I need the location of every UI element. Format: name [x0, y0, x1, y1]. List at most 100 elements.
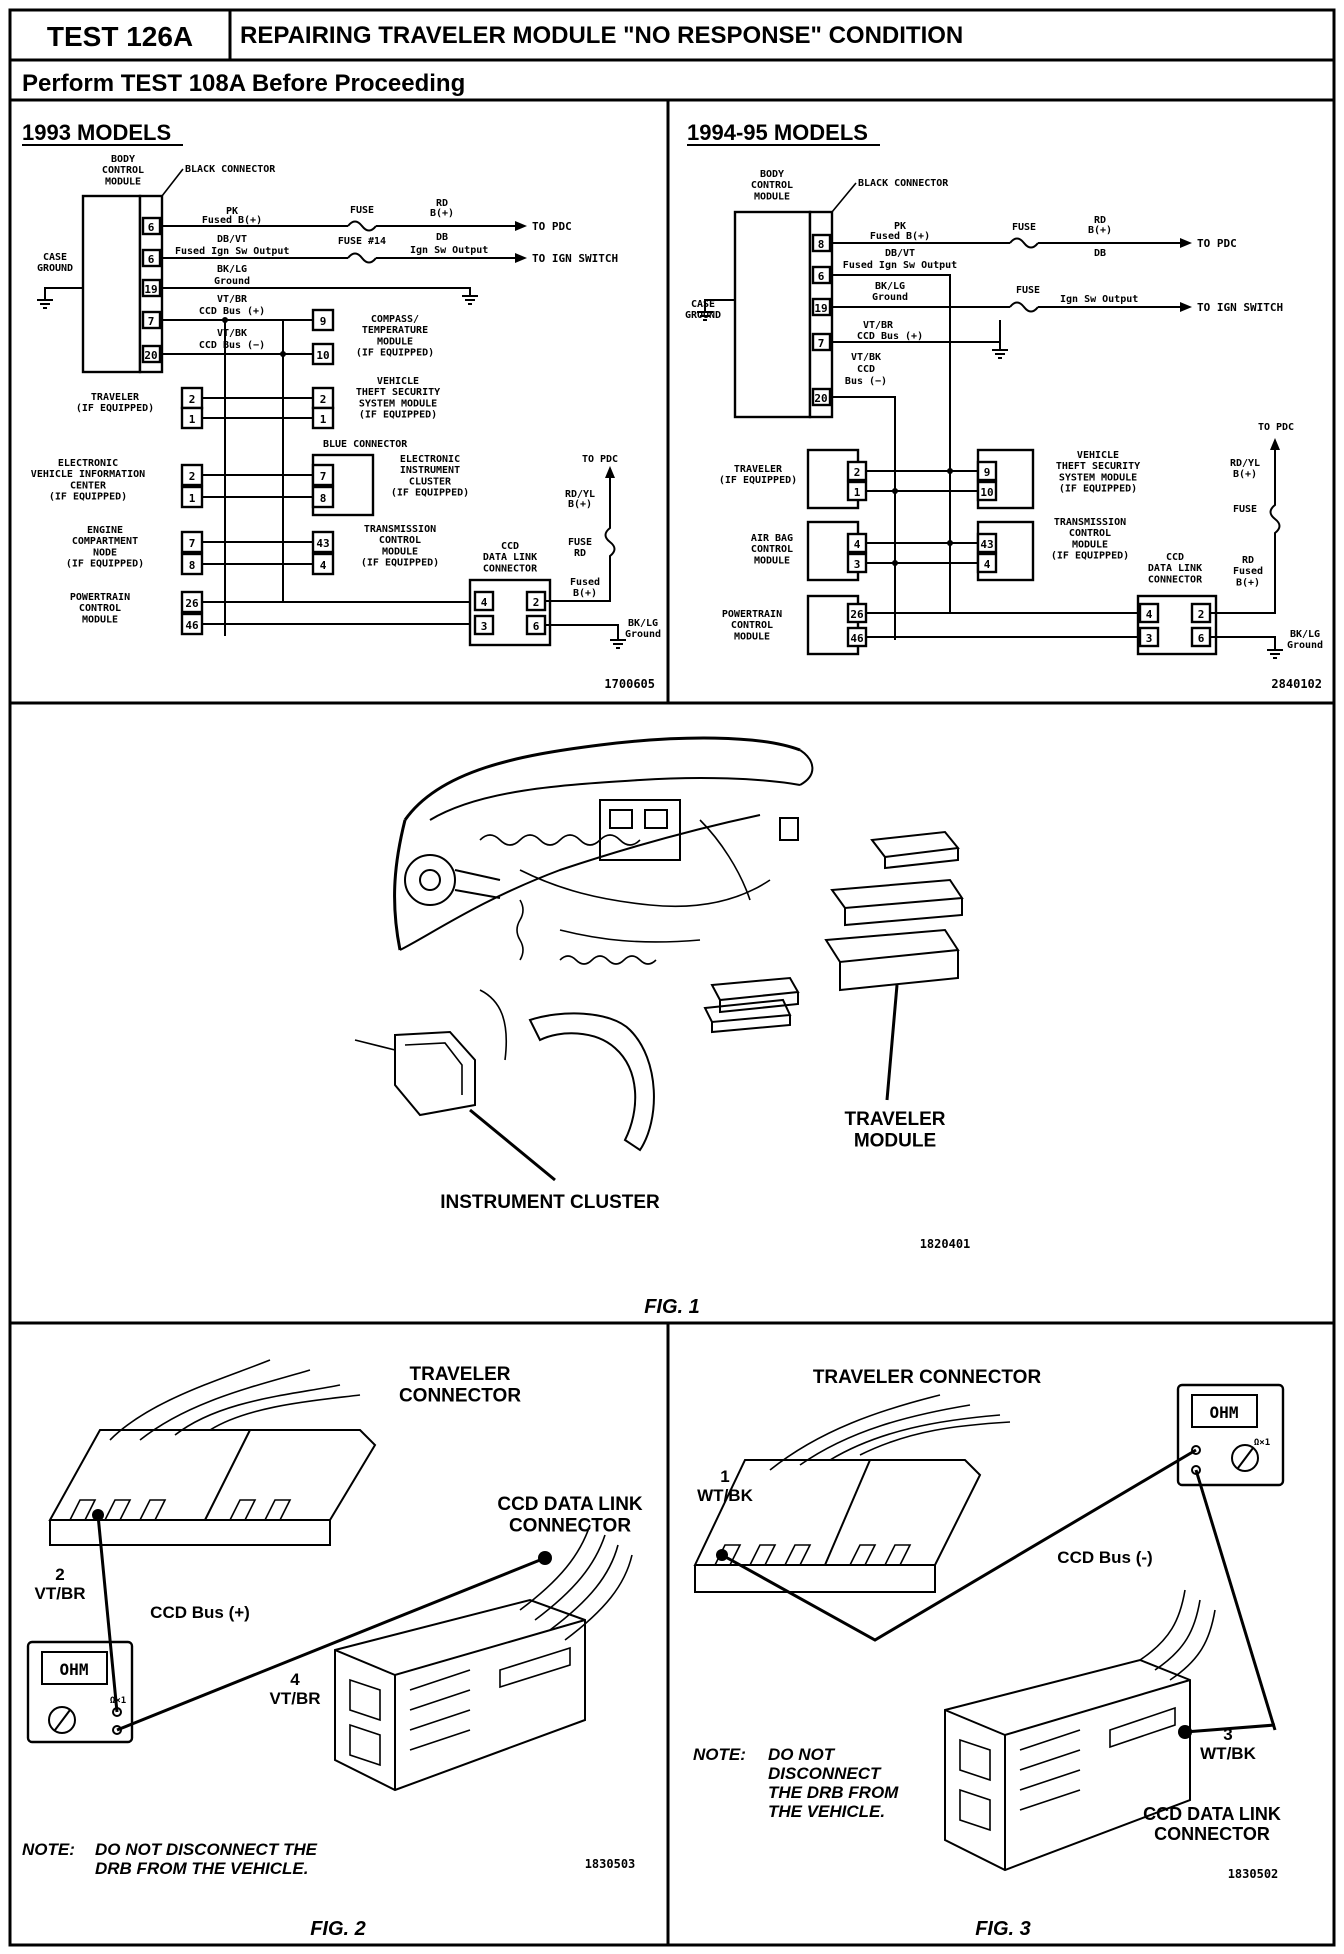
bcm-pins-1994: 8 6 19 7 20 [811, 233, 832, 407]
to-pdc-label-1993: TO PDC [532, 220, 572, 233]
svg-text:6: 6 [148, 253, 155, 266]
svg-text:TO PDC: TO PDC [582, 454, 618, 465]
body-control-module-1993 [81, 194, 142, 374]
svg-text:19: 19 [144, 283, 157, 296]
svg-text:8: 8 [320, 492, 327, 505]
svg-text:B(+): B(+) [568, 499, 592, 510]
svg-text:FUSE: FUSE [350, 205, 374, 216]
traveler-label-1994: TRAVELER(IF EQUIPPED) [719, 464, 797, 486]
svg-text:4: 4 [854, 538, 861, 551]
svg-text:2: 2 [189, 470, 196, 483]
svg-text:8: 8 [818, 238, 825, 251]
svg-text:DB: DB [1094, 248, 1106, 259]
svg-text:VT/BR: VT/BR [863, 320, 894, 331]
svg-text:Fused Ign Sw Output: Fused Ign Sw Output [175, 246, 289, 257]
svg-text:Ign Sw Output: Ign Sw Output [1060, 294, 1138, 305]
svg-text:19: 19 [814, 302, 827, 315]
black-connector-label-1994: BLACK CONNECTOR [858, 178, 949, 189]
fig-number-2840102: 2840102 [1271, 677, 1322, 691]
svg-text:26: 26 [850, 608, 864, 621]
svg-text:1: 1 [320, 413, 327, 426]
svg-text:1: 1 [189, 413, 196, 426]
svg-text:2: 2 [189, 393, 196, 406]
fig3-dlc-connector [944, 1658, 1191, 1872]
svg-text:7: 7 [320, 470, 327, 483]
fig3-traveler-connector-label: TRAVELER CONNECTOR [813, 1367, 1042, 1388]
svg-text:PK: PK [226, 206, 238, 217]
svg-text:4: 4 [1146, 608, 1153, 621]
svg-text:PK: PK [894, 221, 906, 232]
svg-text:CCD Bus (+): CCD Bus (+) [857, 331, 923, 342]
svg-text:26: 26 [185, 597, 199, 610]
bcm-pins-1993: 6 6 19 7 20 [141, 216, 162, 364]
svg-text:3: 3 [1146, 632, 1153, 645]
svg-text:CCD: CCD [857, 364, 875, 375]
fig2-caption: FIG. 2 [310, 1918, 366, 1940]
svg-text:FUSE #14: FUSE #14 [338, 236, 386, 247]
svg-text:7: 7 [148, 315, 155, 328]
svg-text:B(+): B(+) [1088, 225, 1112, 236]
page-frame [8, 8, 1336, 1947]
fig2-traveler-connector [48, 1429, 377, 1521]
page-title: REPAIRING TRAVELER MODULE "NO RESPONSE" … [240, 22, 963, 49]
svg-text:CCD Bus (+): CCD Bus (+) [199, 306, 265, 317]
to-pdc-label-1994: TO PDC [1197, 237, 1237, 250]
svg-text:46: 46 [850, 632, 864, 645]
svg-text:FUSE: FUSE [1012, 222, 1036, 233]
fig2-note-label: NOTE: [22, 1840, 75, 1859]
svg-text:DB/VT: DB/VT [217, 234, 247, 245]
svg-text:4: 4 [481, 596, 488, 609]
fig-number-1700605: 1700605 [604, 677, 655, 691]
svg-text:DB: DB [436, 232, 448, 243]
svg-text:Fused B(+): Fused B(+) [202, 215, 262, 226]
svg-text:4: 4 [984, 558, 991, 571]
svg-text:10: 10 [316, 349, 329, 362]
body-control-module-1994 [733, 210, 812, 419]
fig3-ohmmeter [1176, 1383, 1285, 1487]
svg-text:43: 43 [980, 538, 993, 551]
fig1-caption: FIG. 1 [644, 1296, 700, 1318]
svg-text:3: 3 [481, 620, 488, 633]
svg-text:9: 9 [984, 466, 991, 479]
svg-text:Ω×1: Ω×1 [110, 1696, 126, 1706]
svg-text:2: 2 [1198, 608, 1205, 621]
svg-text:FUSE: FUSE [1016, 285, 1040, 296]
svg-text:7: 7 [189, 537, 196, 550]
fig2-ccd-bus-label: CCD Bus (+) [150, 1603, 250, 1622]
svg-text:7: 7 [818, 337, 825, 350]
svg-text:DB/VT: DB/VT [885, 248, 915, 259]
svg-text:2: 2 [533, 596, 540, 609]
svg-text:FUSE: FUSE [1233, 504, 1257, 515]
svg-text:43: 43 [316, 537, 329, 550]
svg-text:1: 1 [189, 492, 196, 505]
svg-text:10: 10 [980, 486, 993, 499]
fig3-ccd-bus-label: CCD Bus (-) [1057, 1548, 1152, 1567]
fig3-note-label: NOTE: [693, 1745, 746, 1764]
fig-number-1830503: 1830503 [585, 1857, 636, 1871]
svg-text:20: 20 [814, 392, 827, 405]
svg-text:B(+): B(+) [430, 208, 454, 219]
fig2-ohm-display: OHM [60, 1660, 89, 1679]
svg-text:20: 20 [144, 349, 157, 362]
